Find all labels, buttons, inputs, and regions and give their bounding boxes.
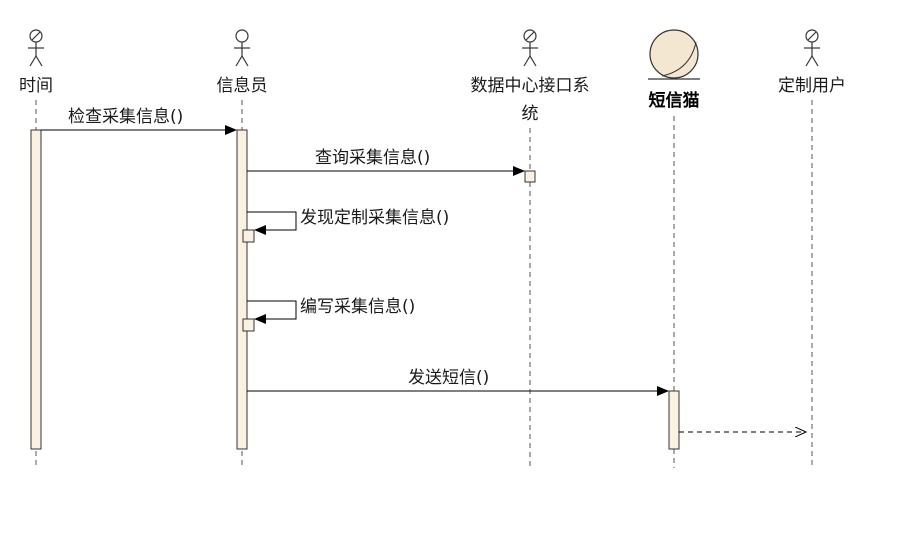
participant-label: 定制用户	[778, 76, 846, 96]
message-send-sms: 发送短信()	[247, 368, 669, 396]
self-activation-box	[242, 229, 255, 243]
message-label: 检查采集信息()	[68, 107, 183, 127]
message-label: 编写采集信息()	[300, 297, 415, 317]
self-activation-box	[242, 318, 255, 332]
participant-sms-modem: 短信猫	[648, 29, 700, 468]
participant-label: 时间	[19, 76, 53, 96]
participant-data-center-interface: 数据中心接口系 统	[471, 29, 590, 468]
message-compose-info: 编写采集信息()	[247, 297, 415, 324]
self-message-arrow	[247, 300, 297, 324]
actor-icon	[804, 29, 820, 67]
activation-box	[524, 170, 536, 183]
message-label: 发现定制采集信息()	[300, 208, 449, 228]
participant-clerk: 信息员	[217, 29, 268, 468]
activation-bar	[30, 129, 42, 450]
message-query-info: 查询采集信息()	[247, 148, 525, 176]
entity-icon	[648, 29, 700, 80]
actor-icon	[234, 29, 250, 67]
message-label: 发送短信()	[408, 368, 489, 388]
participant-label-line2: 统	[522, 104, 539, 124]
message-label: 查询采集信息()	[315, 148, 430, 168]
participant-time: 时间	[19, 29, 53, 468]
message-find-subscribed-info: 发现定制采集信息()	[247, 208, 449, 235]
participant-label-line1: 数据中心接口系	[471, 76, 590, 96]
activation-bar	[236, 129, 248, 450]
participant-subscriber: 定制用户	[778, 29, 846, 468]
self-message-arrow	[247, 211, 297, 235]
participant-label: 短信猫	[649, 90, 700, 111]
actor-icon	[522, 29, 538, 67]
participant-label: 信息员	[217, 76, 268, 96]
message-check-info: 检查采集信息()	[41, 107, 237, 135]
activation-bar	[668, 390, 680, 450]
actor-icon	[28, 29, 44, 67]
